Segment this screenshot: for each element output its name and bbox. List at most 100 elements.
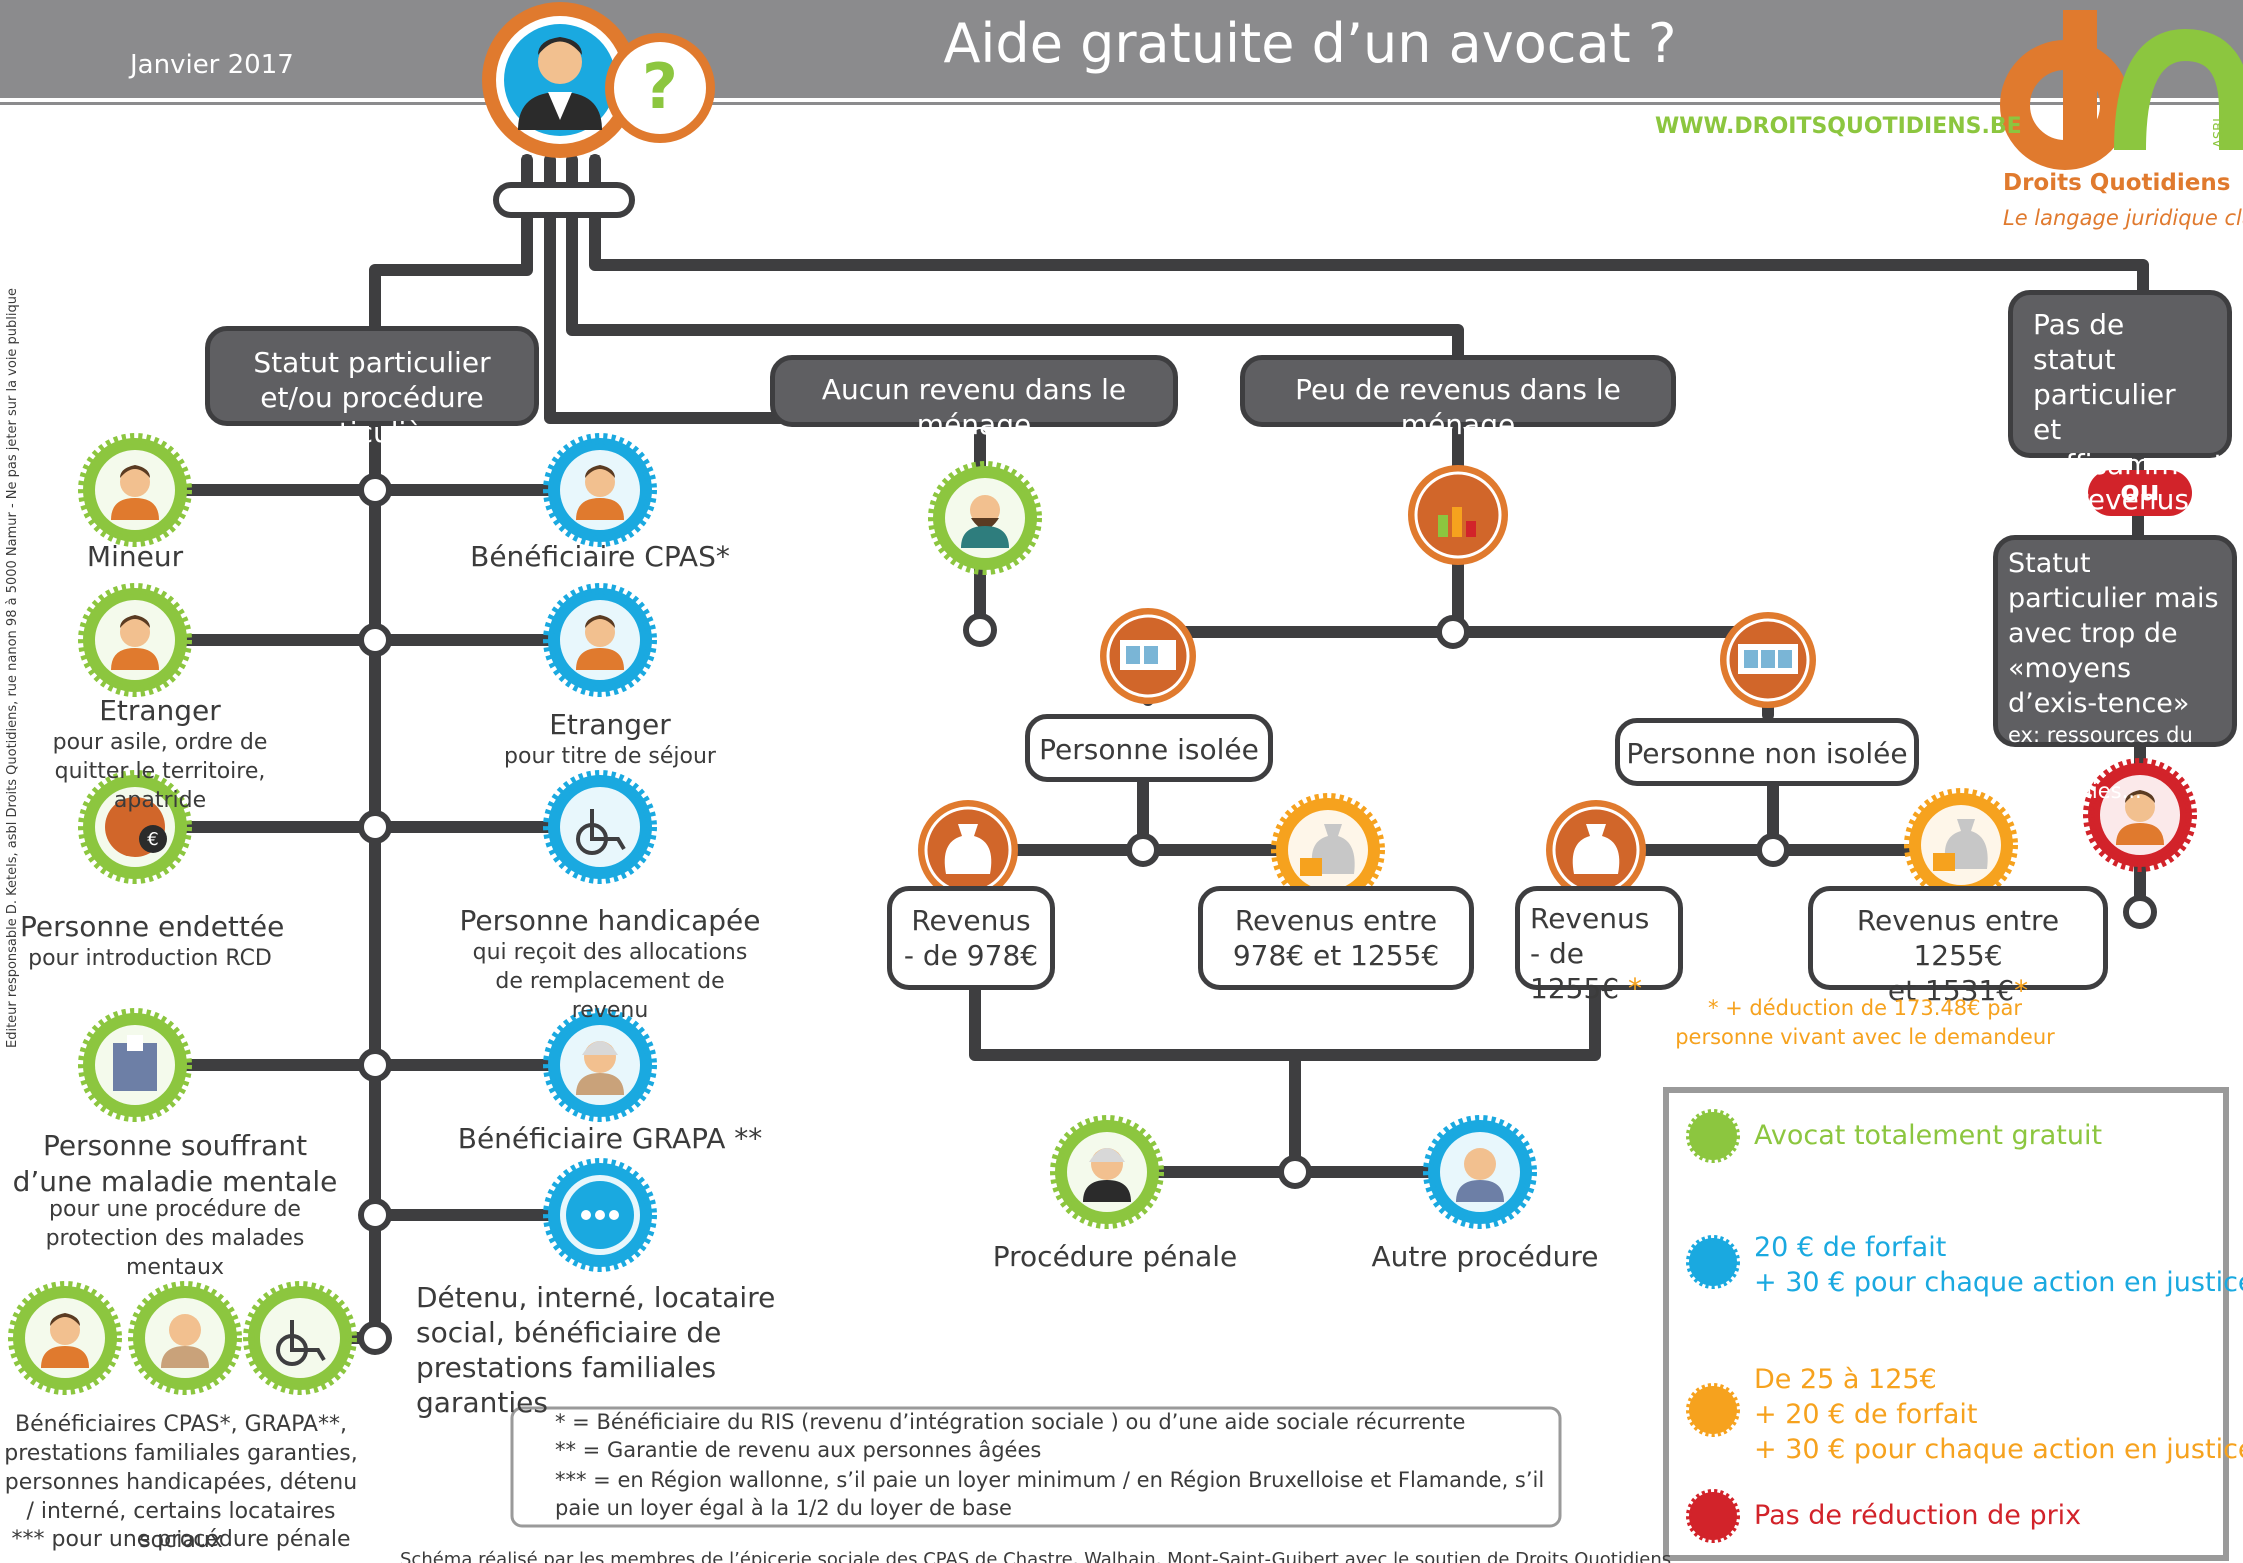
too-many-means-text: Statut particulier mais avec trop de «mo… xyxy=(2008,548,2219,719)
criminal-procedure-label: Procédure pénale xyxy=(992,1240,1238,1273)
end-node xyxy=(963,613,997,647)
legend-orange-label-2: + 20 € de forfait xyxy=(1754,1399,1978,1430)
income-1255-1531-box: Revenus entre 1255€ et 1531€* xyxy=(1808,886,2108,1007)
legend-red-icon xyxy=(1686,1489,1740,1543)
deduction-note: * + déduction de 173.48€ par personne vi… xyxy=(1675,996,2055,1049)
junction-node xyxy=(358,1198,392,1232)
combined-cpas-badge-icon xyxy=(13,1286,117,1390)
money-bag-icon xyxy=(1546,800,1646,900)
indebted-person-badge-icon: € xyxy=(83,775,187,879)
income-under-1255-line2: - de 1255€ * xyxy=(1530,936,1668,1006)
income-star-note: * xyxy=(1627,972,1642,1005)
legend-box xyxy=(1663,1087,2229,1561)
legend-green-icon xyxy=(1686,1109,1740,1163)
criminal-judge-badge-icon xyxy=(1055,1120,1159,1224)
foreigner-asylum-badge-icon xyxy=(83,588,187,692)
junction-node xyxy=(358,1048,392,1082)
grapa-label: Bénéficiaire GRAPA ** xyxy=(457,1122,763,1155)
date-label: Janvier 2017 xyxy=(130,50,294,80)
income-1255-1531-line2: et 1531€* xyxy=(1821,973,2095,1008)
household-box: Personne non isolée xyxy=(1615,718,1919,786)
legend-orange-icon xyxy=(1686,1383,1740,1437)
foreigner-right-label: Etranger xyxy=(549,708,671,741)
minor-label: Mineur xyxy=(86,540,184,573)
mental-illness-label: Personne souffrant d’une maladie mentale xyxy=(12,1129,338,1198)
hospital-badge-icon xyxy=(83,1013,187,1117)
money-bag-coins-icon xyxy=(1909,793,2013,897)
or-label: ou xyxy=(2120,474,2160,507)
other-procedure-badge-icon xyxy=(1428,1120,1532,1224)
website-link[interactable]: WWW.DROITSQUOTIDIENS.BE xyxy=(1655,114,2022,139)
publisher-note: Editeur responsable D. Ketels, asbl Droi… xyxy=(5,287,20,1048)
income-under-978-box: Revenus - de 978€ xyxy=(887,886,1055,990)
logo-asbl: ASBL xyxy=(2212,114,2227,148)
legend-orange-label-1: De 25 à 125€ xyxy=(1754,1364,1937,1395)
junction-node xyxy=(358,1321,392,1355)
page-title: Aide gratuite d’un avocat ? xyxy=(943,12,1677,75)
footnotes-box xyxy=(510,1406,1562,1528)
cpas-beneficiary-badge-icon xyxy=(548,438,652,542)
household-window-icon xyxy=(1720,612,1816,708)
indebted-detail: pour introduction RCD xyxy=(28,946,272,971)
svg-text:€: € xyxy=(147,829,158,850)
end-node xyxy=(2123,895,2157,929)
no-income-badge-icon xyxy=(933,466,1037,570)
income-1255-1531-amount: et 1531€ xyxy=(1887,974,2015,1007)
single-person-box: Personne isolée xyxy=(1025,714,1273,782)
too-many-means-box: Statut particulier mais avec trop de «mo… xyxy=(1993,535,2237,803)
droits-quotidiens-logo xyxy=(2000,10,2243,170)
income-under-1255-line1: Revenus xyxy=(1530,902,1650,935)
foreigner-left-detail: pour asile, ordre de quitter le territoi… xyxy=(52,730,268,813)
single-person-window-icon xyxy=(1100,608,1196,704)
footnote-2: ** = Garantie de revenu aux personnes âg… xyxy=(555,1438,1042,1462)
wheelchair-badge-icon xyxy=(548,775,652,879)
footnote-3: *** = en Région wallonne, s’il paie un l… xyxy=(555,1468,1545,1520)
foreigner-residence-badge-icon xyxy=(548,588,652,692)
income-1255-1531-line1: Revenus entre 1255€ xyxy=(1856,904,2060,972)
combined-wheelchair-badge-icon xyxy=(248,1286,352,1390)
legend-blue-icon xyxy=(1686,1235,1740,1289)
combined-beneficiaries-label: Bénéficiaires CPAS*, GRAPA**, prestation… xyxy=(4,1412,358,1553)
money-bag-coins-icon xyxy=(1276,798,1380,902)
foreigner-right-detail: pour titre de séjour xyxy=(504,744,716,769)
question-icon xyxy=(605,33,715,143)
junction-node xyxy=(358,810,392,844)
more-options-badge-icon xyxy=(548,1163,652,1267)
combined-beneficiaries-detail: *** pour une procédure pénale xyxy=(11,1527,351,1552)
junction-node xyxy=(1756,833,1790,867)
money-bag-icon xyxy=(918,800,1018,900)
legend-red-label: Pas de réduction de prix xyxy=(1754,1500,2082,1531)
question-mark-text: ? xyxy=(642,50,678,123)
minor-badge-icon xyxy=(83,438,187,542)
logo-name: Droits Quotidiens xyxy=(2003,170,2231,196)
legend-blue-label-1: 20 € de forfait xyxy=(1754,1232,1947,1263)
junction-node xyxy=(1436,615,1470,649)
junction-node xyxy=(1126,833,1160,867)
other-procedure-label: Autre procédure xyxy=(1371,1240,1599,1273)
junction-node xyxy=(1278,1155,1312,1189)
junction-node xyxy=(358,623,392,657)
low-income-chart-icon xyxy=(1408,465,1508,565)
detainee-label: Détenu, interné, locataire social, bénéf… xyxy=(416,1281,776,1419)
statut-category-box: Statut particulier et/ou procédure parti… xyxy=(205,326,539,449)
income-under-1255-amount: - de 1255€ xyxy=(1530,937,1620,1005)
logo-tagline: Le langage juridique clair xyxy=(2003,206,2243,230)
no-status-category-box: Pas de statut particulier et suffisammen… xyxy=(2008,290,2232,516)
disabled-label: Personne handicapée xyxy=(459,904,761,937)
cpas-label: Bénéficiaire CPAS* xyxy=(470,540,730,573)
too-many-means-example: ex: ressources du conjoint, économies... xyxy=(2008,723,2193,803)
no-income-category-box: Aucun revenu dans le ménage xyxy=(770,355,1178,441)
elderly-grapa-badge-icon xyxy=(548,1013,652,1117)
legend-orange-label-3: + 30 € pour chaque action en justice xyxy=(1754,1434,2243,1465)
footnote-1: * = Bénéficiaire du RIS (revenu d’intégr… xyxy=(555,1410,1466,1434)
income-star-note: * xyxy=(2014,974,2029,1007)
income-under-1255-box: Revenus - de 1255€ * xyxy=(1515,886,1683,1005)
indebted-label: Personne endettée xyxy=(20,910,285,943)
combined-grapa-badge-icon xyxy=(133,1286,237,1390)
legend-blue-label-2: + 30 € pour chaque action en justice xyxy=(1754,1267,2243,1298)
income-978-1255-box: Revenus entre 978€ et 1255€ xyxy=(1198,886,1474,990)
legend-free-label: Avocat totalement gratuit xyxy=(1754,1120,2103,1151)
mental-illness-detail: pour une procédure de protection des mal… xyxy=(45,1197,305,1280)
